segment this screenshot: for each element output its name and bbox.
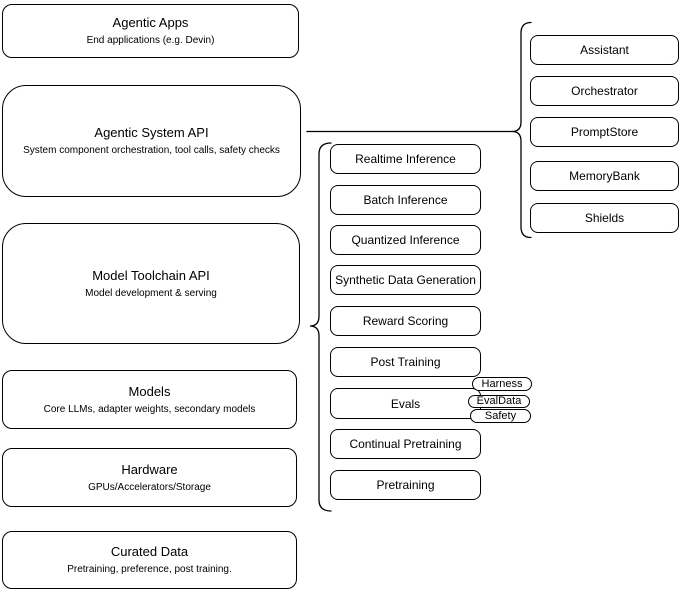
box-subtitle: Pretraining, preference, post training. <box>67 564 232 575</box>
node-label: Reward Scoring <box>362 314 449 328</box>
node-post-training: Post Training <box>330 347 481 377</box>
node-label: Orchestrator <box>571 84 638 98</box>
node-pretraining: Pretraining <box>330 470 481 500</box>
box-hardware: Hardware GPUs/Accelerators/Storage <box>2 448 297 507</box>
node-label: Batch Inference <box>363 193 448 207</box>
node-assistant: Assistant <box>530 35 679 65</box>
toolchain-components-brace <box>309 142 332 512</box>
pill-label: Safety <box>484 409 517 422</box>
node-label: Synthetic Data Generation <box>335 273 476 287</box>
box-agentic-system-api: Agentic System API System component orch… <box>2 85 301 197</box>
box-curated-data: Curated Data Pretraining, preference, po… <box>2 531 297 589</box>
node-label: Post Training <box>370 355 441 369</box>
box-subtitle: End applications (e.g. Devin) <box>86 35 215 46</box>
box-title: Agentic Apps <box>112 15 189 30</box>
node-label: Assistant <box>580 43 629 57</box>
node-continual-pretraining: Continual Pretraining <box>330 429 481 459</box>
node-memorybank: MemoryBank <box>530 161 679 191</box>
box-subtitle: Core LLMs, adapter weights, secondary mo… <box>43 403 256 415</box>
node-batch-inference: Batch Inference <box>330 185 481 215</box>
node-label: Realtime Inference <box>355 152 456 166</box>
box-models: Models Core LLMs, adapter weights, secon… <box>2 370 297 429</box>
box-title: Agentic System API <box>94 125 209 140</box>
evals-tag-harness: Harness <box>472 377 532 391</box>
node-label: Quantized Inference <box>351 233 460 247</box>
box-model-toolchain-api: Model Toolchain API Model development & … <box>2 223 300 344</box>
box-subtitle: System component orchestration, tool cal… <box>23 145 280 156</box>
node-shields: Shields <box>530 203 679 233</box>
evals-tag-evaldata: EvalData <box>468 395 530 408</box>
box-subtitle: Model development & serving <box>85 287 217 299</box>
node-quantized-inference: Quantized Inference <box>330 225 481 255</box>
node-label: Evals <box>390 396 421 411</box>
pill-label: Harness <box>481 377 523 390</box>
node-orchestrator: Orchestrator <box>530 76 679 106</box>
node-evals: Evals <box>330 388 481 419</box>
node-label: Shields <box>584 211 625 225</box>
node-label: PromptStore <box>570 125 639 139</box>
node-label: MemoryBank <box>569 169 640 183</box>
node-label: Continual Pretraining <box>349 437 462 451</box>
box-title: Model Toolchain API <box>92 267 210 283</box>
box-title: Curated Data <box>110 544 189 559</box>
pill-label: EvalData <box>476 395 522 407</box>
node-reward-scoring: Reward Scoring <box>330 306 481 336</box>
evals-tag-safety: Safety <box>470 409 531 423</box>
node-realtime-inference: Realtime Inference <box>330 144 481 174</box>
node-label: Pretraining <box>376 478 435 492</box>
box-agentic-apps: Agentic Apps End applications (e.g. Devi… <box>2 4 299 58</box>
node-synthetic-data-generation: Synthetic Data Generation <box>330 265 481 295</box>
box-title: Hardware <box>121 461 178 477</box>
box-subtitle: GPUs/Accelerators/Storage <box>88 481 211 493</box>
box-title: Models <box>128 383 171 399</box>
system-components-brace <box>511 21 532 239</box>
node-promptstore: PromptStore <box>530 117 679 147</box>
